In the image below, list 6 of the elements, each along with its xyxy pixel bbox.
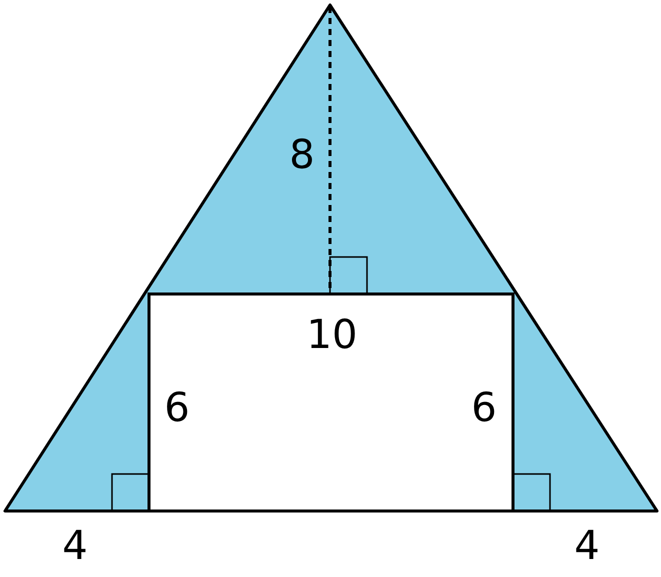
dimension-label: 10 (306, 315, 358, 355)
dimension-label: 6 (471, 388, 497, 428)
dimension-label: 4 (62, 526, 88, 566)
dimension-label: 4 (574, 526, 600, 566)
dimension-label: 6 (164, 388, 190, 428)
dimension-label: 8 (289, 135, 315, 175)
